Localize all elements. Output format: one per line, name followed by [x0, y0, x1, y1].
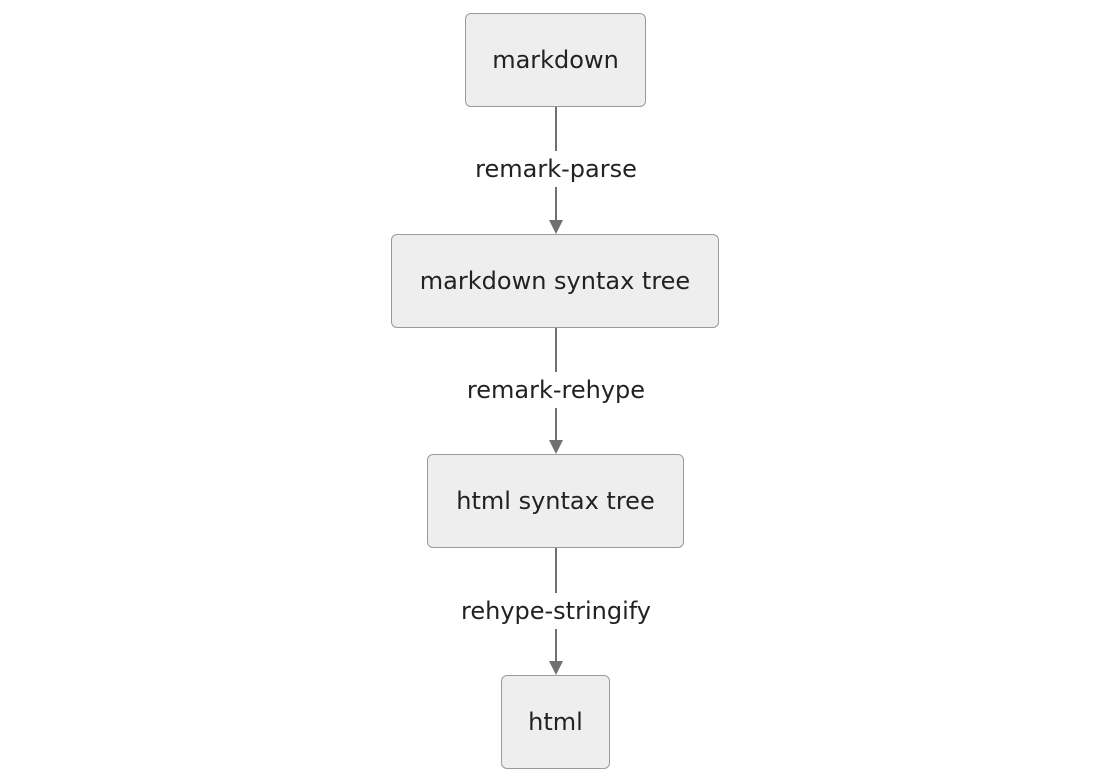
node-html-syntax-tree: html syntax tree — [427, 454, 684, 548]
arrowhead-icon — [549, 440, 563, 454]
edge-label-remark-rehype: remark-rehype — [406, 372, 706, 408]
node-markdown-syntax-tree: markdown syntax tree — [391, 234, 719, 328]
node-label: markdown syntax tree — [419, 267, 691, 295]
node-label: html syntax tree — [456, 487, 655, 515]
node-markdown: markdown — [465, 13, 646, 107]
node-html: html — [501, 675, 610, 769]
node-label: html — [528, 708, 583, 736]
arrowhead-icon — [549, 661, 563, 675]
arrowhead-icon — [549, 220, 563, 234]
node-label: markdown — [492, 46, 619, 74]
edge-label-rehype-stringify: rehype-stringify — [406, 593, 706, 629]
edge-label-remark-parse: remark-parse — [406, 151, 706, 187]
